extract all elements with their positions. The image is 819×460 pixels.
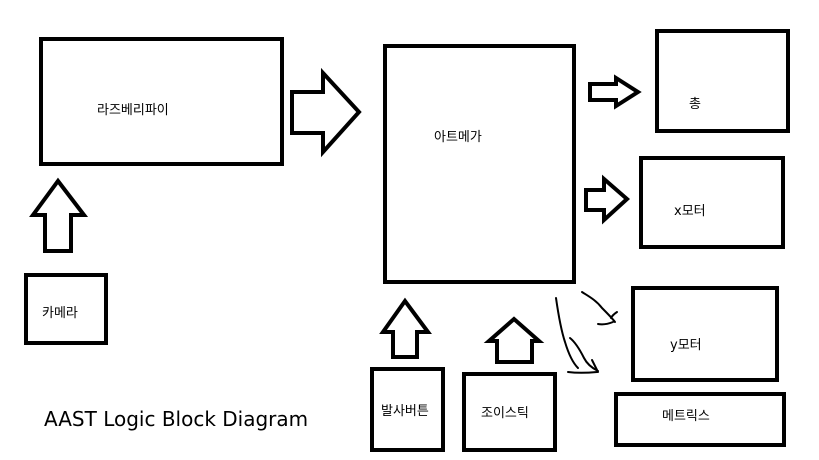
- sketch-arrow-to-matrix: [555, 297, 599, 374]
- joystick-block: [462, 372, 557, 452]
- arrow-camera-to-raspberry: [29, 177, 89, 253]
- atmega-label: 아트메가: [434, 130, 482, 145]
- raspberry-pi-block: [39, 37, 284, 166]
- matrix-label: 메트릭스: [662, 409, 710, 424]
- arrow-atmega-to-gun: [588, 74, 642, 110]
- fire-button-label: 발사버튼: [381, 404, 429, 419]
- sketch-arrow-to-ymotor: [581, 291, 618, 326]
- matrix-block: [614, 392, 786, 447]
- raspberry-pi-label: 라즈베리파이: [97, 103, 169, 118]
- x-motor-label: x모터: [674, 204, 706, 219]
- x-motor-block: [639, 156, 785, 249]
- arrow-firebutton-to-atmega: [379, 297, 432, 359]
- camera-label: 카메라: [42, 306, 78, 321]
- arrow-joystick-to-atmega: [483, 316, 545, 364]
- camera-block: [24, 273, 108, 345]
- joystick-label: 조이스틱: [481, 406, 529, 421]
- atmega-block: [383, 44, 576, 284]
- diagram-title: AAST Logic Block Diagram: [44, 407, 309, 431]
- gun-label: 총: [689, 97, 701, 112]
- arrow-atmega-to-xmotor: [584, 174, 631, 225]
- gun-block: [655, 29, 790, 133]
- fire-button-block: [370, 367, 445, 452]
- y-motor-label: y모터: [670, 338, 702, 353]
- arrow-raspberry-to-atmega: [290, 67, 362, 158]
- y-motor-block: [631, 286, 779, 382]
